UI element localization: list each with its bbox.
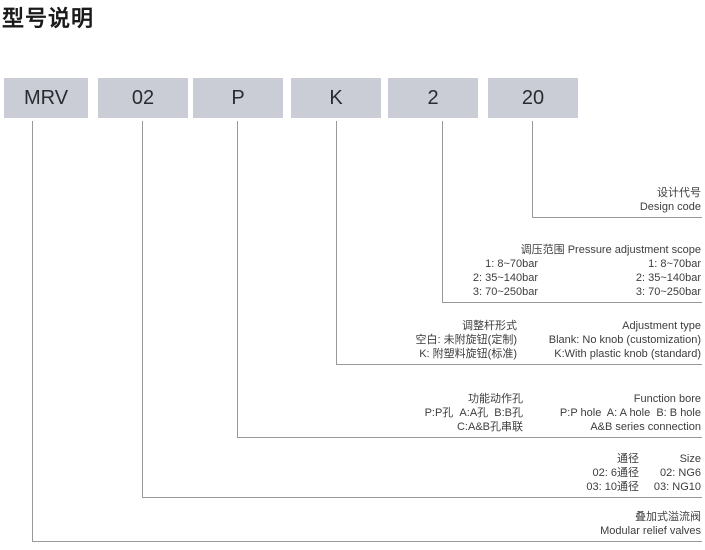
annotation-design-code: 设计代号 Design code [640, 186, 701, 214]
valve-type-label-cn: 叠加式溢流阀 [635, 511, 701, 523]
connector-adjustment [336, 121, 702, 365]
function-header-en: Function bore [633, 393, 701, 405]
adjustment-type-row: 空白: 未附旋钮(定制) Blank: No knob (customizatio… [416, 333, 701, 347]
connector-size [142, 121, 702, 498]
size-row1-cn: 02: 6通径 [592, 467, 639, 479]
pressure-row1-en: 1: 8~70bar [648, 258, 701, 270]
size-row: 02: 6通径 02: NG6 [586, 466, 701, 480]
pressure-scope-row: 1: 8~70bar 1: 8~70bar [473, 257, 701, 271]
function-row1-en: P:P hole A: A hole B: B hole [559, 407, 701, 419]
design-code-label-en: Design code [639, 201, 701, 213]
function-header-cn: 功能动作孔 [468, 393, 523, 405]
valve-type-label-en: Modular relief valves [600, 525, 701, 537]
pressure-row2-en: 2: 35~140bar [635, 272, 701, 284]
pressure-row3-en: 3: 70~250bar [635, 286, 701, 298]
pressure-scope-header: 调压范围 Pressure adjustment scope [520, 244, 701, 256]
function-row2-en: A&B series connection [590, 421, 701, 433]
size-header: 通径 Size [586, 452, 701, 466]
pressure-scope-row: 2: 35~140bar 2: 35~140bar [473, 271, 701, 285]
connector-function-bore [237, 121, 702, 438]
model-code-box-series: MRV [4, 78, 88, 118]
annotation-valve-type: 叠加式溢流阀 Modular relief valves [600, 510, 701, 538]
page-title: 型号说明 [2, 6, 95, 31]
model-code-box-adjustment: K [291, 78, 381, 118]
function-bore-header: 功能动作孔 Function bore [425, 392, 701, 406]
adjustment-header-en: Adjustment type [622, 320, 701, 332]
adjustment-header-cn: 调整杆形式 [462, 320, 517, 332]
function-row2-cn: C:A&B孔串联 [456, 421, 523, 433]
adjustment-row1-en: Blank: No knob (customization) [548, 334, 701, 346]
adjustment-row1-cn: 空白: 未附旋钮(定制) [415, 334, 517, 346]
design-code-label-cn: 设计代号 [657, 187, 701, 199]
annotation-function-bore: 功能动作孔 Function bore P:P孔 A:A孔 B:B孔 P:P hol… [425, 392, 701, 434]
pressure-row1-cn: 1: 8~70bar [485, 258, 538, 270]
pressure-row3-cn: 3: 70~250bar [472, 286, 538, 298]
function-bore-row: P:P孔 A:A孔 B:B孔 P:P hole A: A hole B: B ho… [425, 406, 701, 420]
adjustment-row2-en: K:With plastic knob (standard) [554, 348, 701, 360]
size-row: 03: 10通径 03: NG10 [586, 480, 701, 494]
model-code-box-size: 02 [98, 78, 188, 118]
model-code-box-function-bore: P [193, 78, 283, 118]
pressure-row2-cn: 2: 35~140bar [472, 272, 538, 284]
size-header-en: Size [679, 453, 701, 465]
annotation-pressure-scope: 调压范围 Pressure adjustment scope 1: 8~70ba… [473, 243, 701, 299]
size-row2-cn: 03: 10通径 [586, 481, 639, 493]
annotation-size: 通径 Size 02: 6通径 02: NG6 03: 10通径 03: NG10 [586, 452, 701, 494]
annotation-adjustment-type: 调整杆形式 Adjustment type 空白: 未附旋钮(定制) Blank: … [416, 319, 701, 361]
function-bore-row: C:A&B孔串联 A&B series connection [425, 420, 701, 434]
pressure-scope-row: 3: 70~250bar 3: 70~250bar [473, 285, 701, 299]
connector-design-code [532, 121, 702, 218]
size-row1-en: 02: NG6 [660, 467, 701, 479]
adjustment-type-row: K: 附塑料旋钮(标准) K:With plastic knob (standar… [416, 347, 701, 361]
model-code-box-pressure: 2 [388, 78, 478, 118]
function-row1-cn: P:P孔 A:A孔 B:B孔 [424, 407, 523, 419]
size-row2-en: 03: NG10 [653, 481, 701, 493]
adjustment-row2-cn: K: 附塑料旋钮(标准) [419, 348, 517, 360]
model-code-box-design-code: 20 [488, 78, 578, 118]
connector-valve-type [32, 121, 702, 542]
adjustment-type-header: 调整杆形式 Adjustment type [416, 319, 701, 333]
size-header-cn: 通径 [617, 453, 639, 465]
connector-pressure [442, 121, 702, 303]
